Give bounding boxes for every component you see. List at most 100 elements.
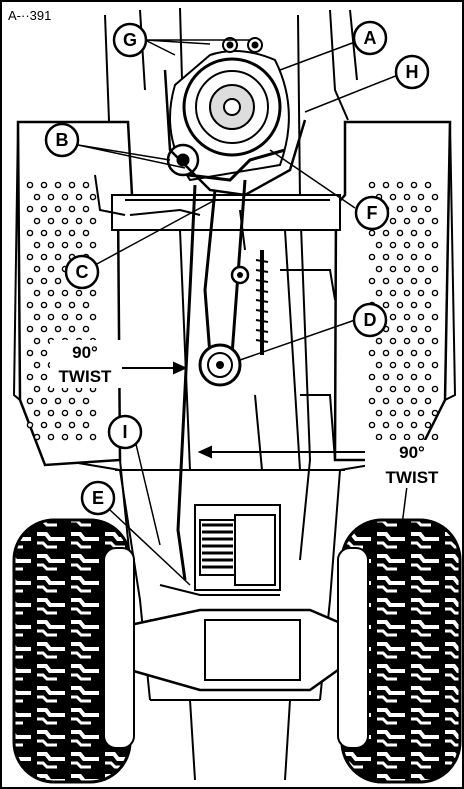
- vent-hole: [431, 337, 439, 345]
- callout-g: G: [112, 22, 148, 58]
- right-rear-wheel: [337, 518, 462, 784]
- vent-hole: [382, 181, 390, 189]
- twist-label-right: 90° TWIST: [365, 440, 445, 488]
- vent-hole: [368, 349, 376, 357]
- vent-hole: [33, 385, 41, 393]
- vent-hole: [403, 361, 411, 369]
- vent-hole: [75, 289, 83, 297]
- callout-b: B: [44, 122, 80, 158]
- vent-hole: [33, 433, 41, 441]
- vent-hole: [396, 421, 404, 429]
- vent-hole: [410, 325, 418, 333]
- vent-hole: [403, 433, 411, 441]
- vent-hole: [431, 433, 439, 441]
- vent-hole: [389, 241, 397, 249]
- vent-hole: [26, 301, 34, 309]
- vent-hole: [431, 241, 439, 249]
- vent-hole: [33, 337, 41, 345]
- twist-left-text: TWIST: [59, 367, 112, 386]
- vent-hole: [410, 229, 418, 237]
- vent-hole: [368, 229, 376, 237]
- vent-hole: [396, 325, 404, 333]
- figure-id: A-··391: [8, 8, 51, 23]
- vent-hole: [89, 433, 97, 441]
- vent-hole: [431, 361, 439, 369]
- vent-hole: [82, 325, 90, 333]
- vent-hole: [410, 397, 418, 405]
- vent-hole: [33, 409, 41, 417]
- vent-hole: [410, 301, 418, 309]
- vent-hole: [382, 421, 390, 429]
- vent-hole: [389, 385, 397, 393]
- vent-hole: [61, 289, 69, 297]
- vent-hole: [40, 205, 48, 213]
- vent-hole: [26, 205, 34, 213]
- vent-hole: [368, 181, 376, 189]
- vent-hole: [368, 397, 376, 405]
- vent-hole: [61, 313, 69, 321]
- vent-hole: [33, 241, 41, 249]
- callout-c-label: C: [76, 262, 89, 282]
- vent-hole: [61, 409, 69, 417]
- vent-hole: [26, 349, 34, 357]
- vent-hole: [403, 313, 411, 321]
- vent-hole: [410, 349, 418, 357]
- vent-hole: [40, 253, 48, 261]
- vent-hole: [89, 241, 97, 249]
- vent-hole: [410, 205, 418, 213]
- vent-hole: [375, 409, 383, 417]
- vent-hole: [424, 349, 432, 357]
- vent-hole: [382, 397, 390, 405]
- vent-hole: [40, 397, 48, 405]
- vent-hole: [410, 277, 418, 285]
- vent-hole: [396, 277, 404, 285]
- callout-e: E: [80, 480, 116, 516]
- vent-hole: [410, 421, 418, 429]
- callout-g-label: G: [123, 30, 137, 50]
- vent-hole: [40, 277, 48, 285]
- vent-hole: [54, 325, 62, 333]
- twist-right-text: TWIST: [386, 468, 439, 487]
- vent-hole: [33, 265, 41, 273]
- vent-hole: [417, 217, 425, 225]
- vent-hole: [40, 349, 48, 357]
- vent-hole: [54, 397, 62, 405]
- vent-hole: [375, 289, 383, 297]
- vent-hole: [82, 181, 90, 189]
- vent-hole: [82, 421, 90, 429]
- vent-hole: [410, 181, 418, 189]
- vent-hole: [389, 217, 397, 225]
- vent-hole: [89, 289, 97, 297]
- vent-hole: [75, 409, 83, 417]
- vent-hole: [417, 241, 425, 249]
- vent-hole: [431, 265, 439, 273]
- vent-hole: [75, 313, 83, 321]
- vent-hole: [26, 229, 34, 237]
- vent-hole: [375, 361, 383, 369]
- vent-hole: [424, 277, 432, 285]
- vent-hole: [82, 205, 90, 213]
- vent-hole: [40, 373, 48, 381]
- vent-hole: [389, 361, 397, 369]
- vent-hole: [68, 421, 76, 429]
- vent-hole: [47, 409, 55, 417]
- vent-hole: [417, 313, 425, 321]
- vent-hole: [68, 181, 76, 189]
- vent-hole: [54, 229, 62, 237]
- vent-hole: [89, 313, 97, 321]
- callout-a: A: [352, 20, 388, 56]
- vent-hole: [82, 301, 90, 309]
- vent-hole: [403, 385, 411, 393]
- vent-hole: [382, 277, 390, 285]
- vent-hole: [40, 325, 48, 333]
- vent-hole: [54, 253, 62, 261]
- vent-hole: [424, 229, 432, 237]
- vent-hole: [375, 433, 383, 441]
- left-rear-wheel: [12, 518, 135, 784]
- vent-hole: [396, 397, 404, 405]
- vent-hole: [431, 289, 439, 297]
- vent-hole: [33, 313, 41, 321]
- vent-hole: [403, 337, 411, 345]
- vent-hole: [403, 265, 411, 273]
- callout-c: C: [64, 254, 100, 290]
